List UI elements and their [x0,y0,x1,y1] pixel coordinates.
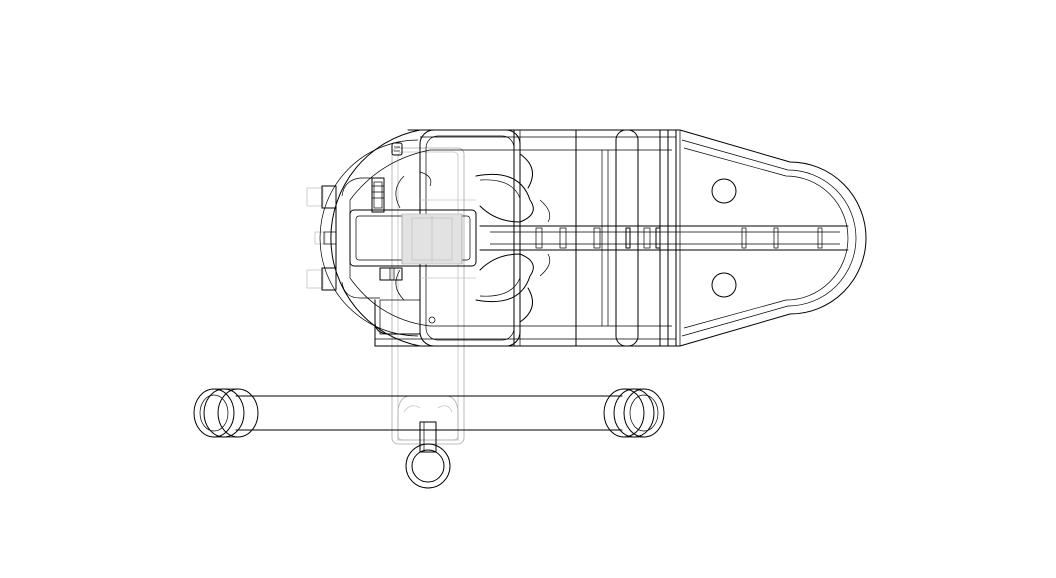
arm-hole-lower [711,272,737,298]
bolt-icon [391,142,403,156]
arm-hole-upper [711,178,737,204]
top-view-assembly [319,129,867,347]
rail-slots [535,227,823,249]
tapered-arm-outline [679,129,867,347]
hidden-lines [306,147,465,445]
left-housing-mechanism [321,142,551,335]
axle-side-view [193,388,665,453]
axle-end-view [405,443,451,489]
left-boss-outer-arc [330,129,421,347]
